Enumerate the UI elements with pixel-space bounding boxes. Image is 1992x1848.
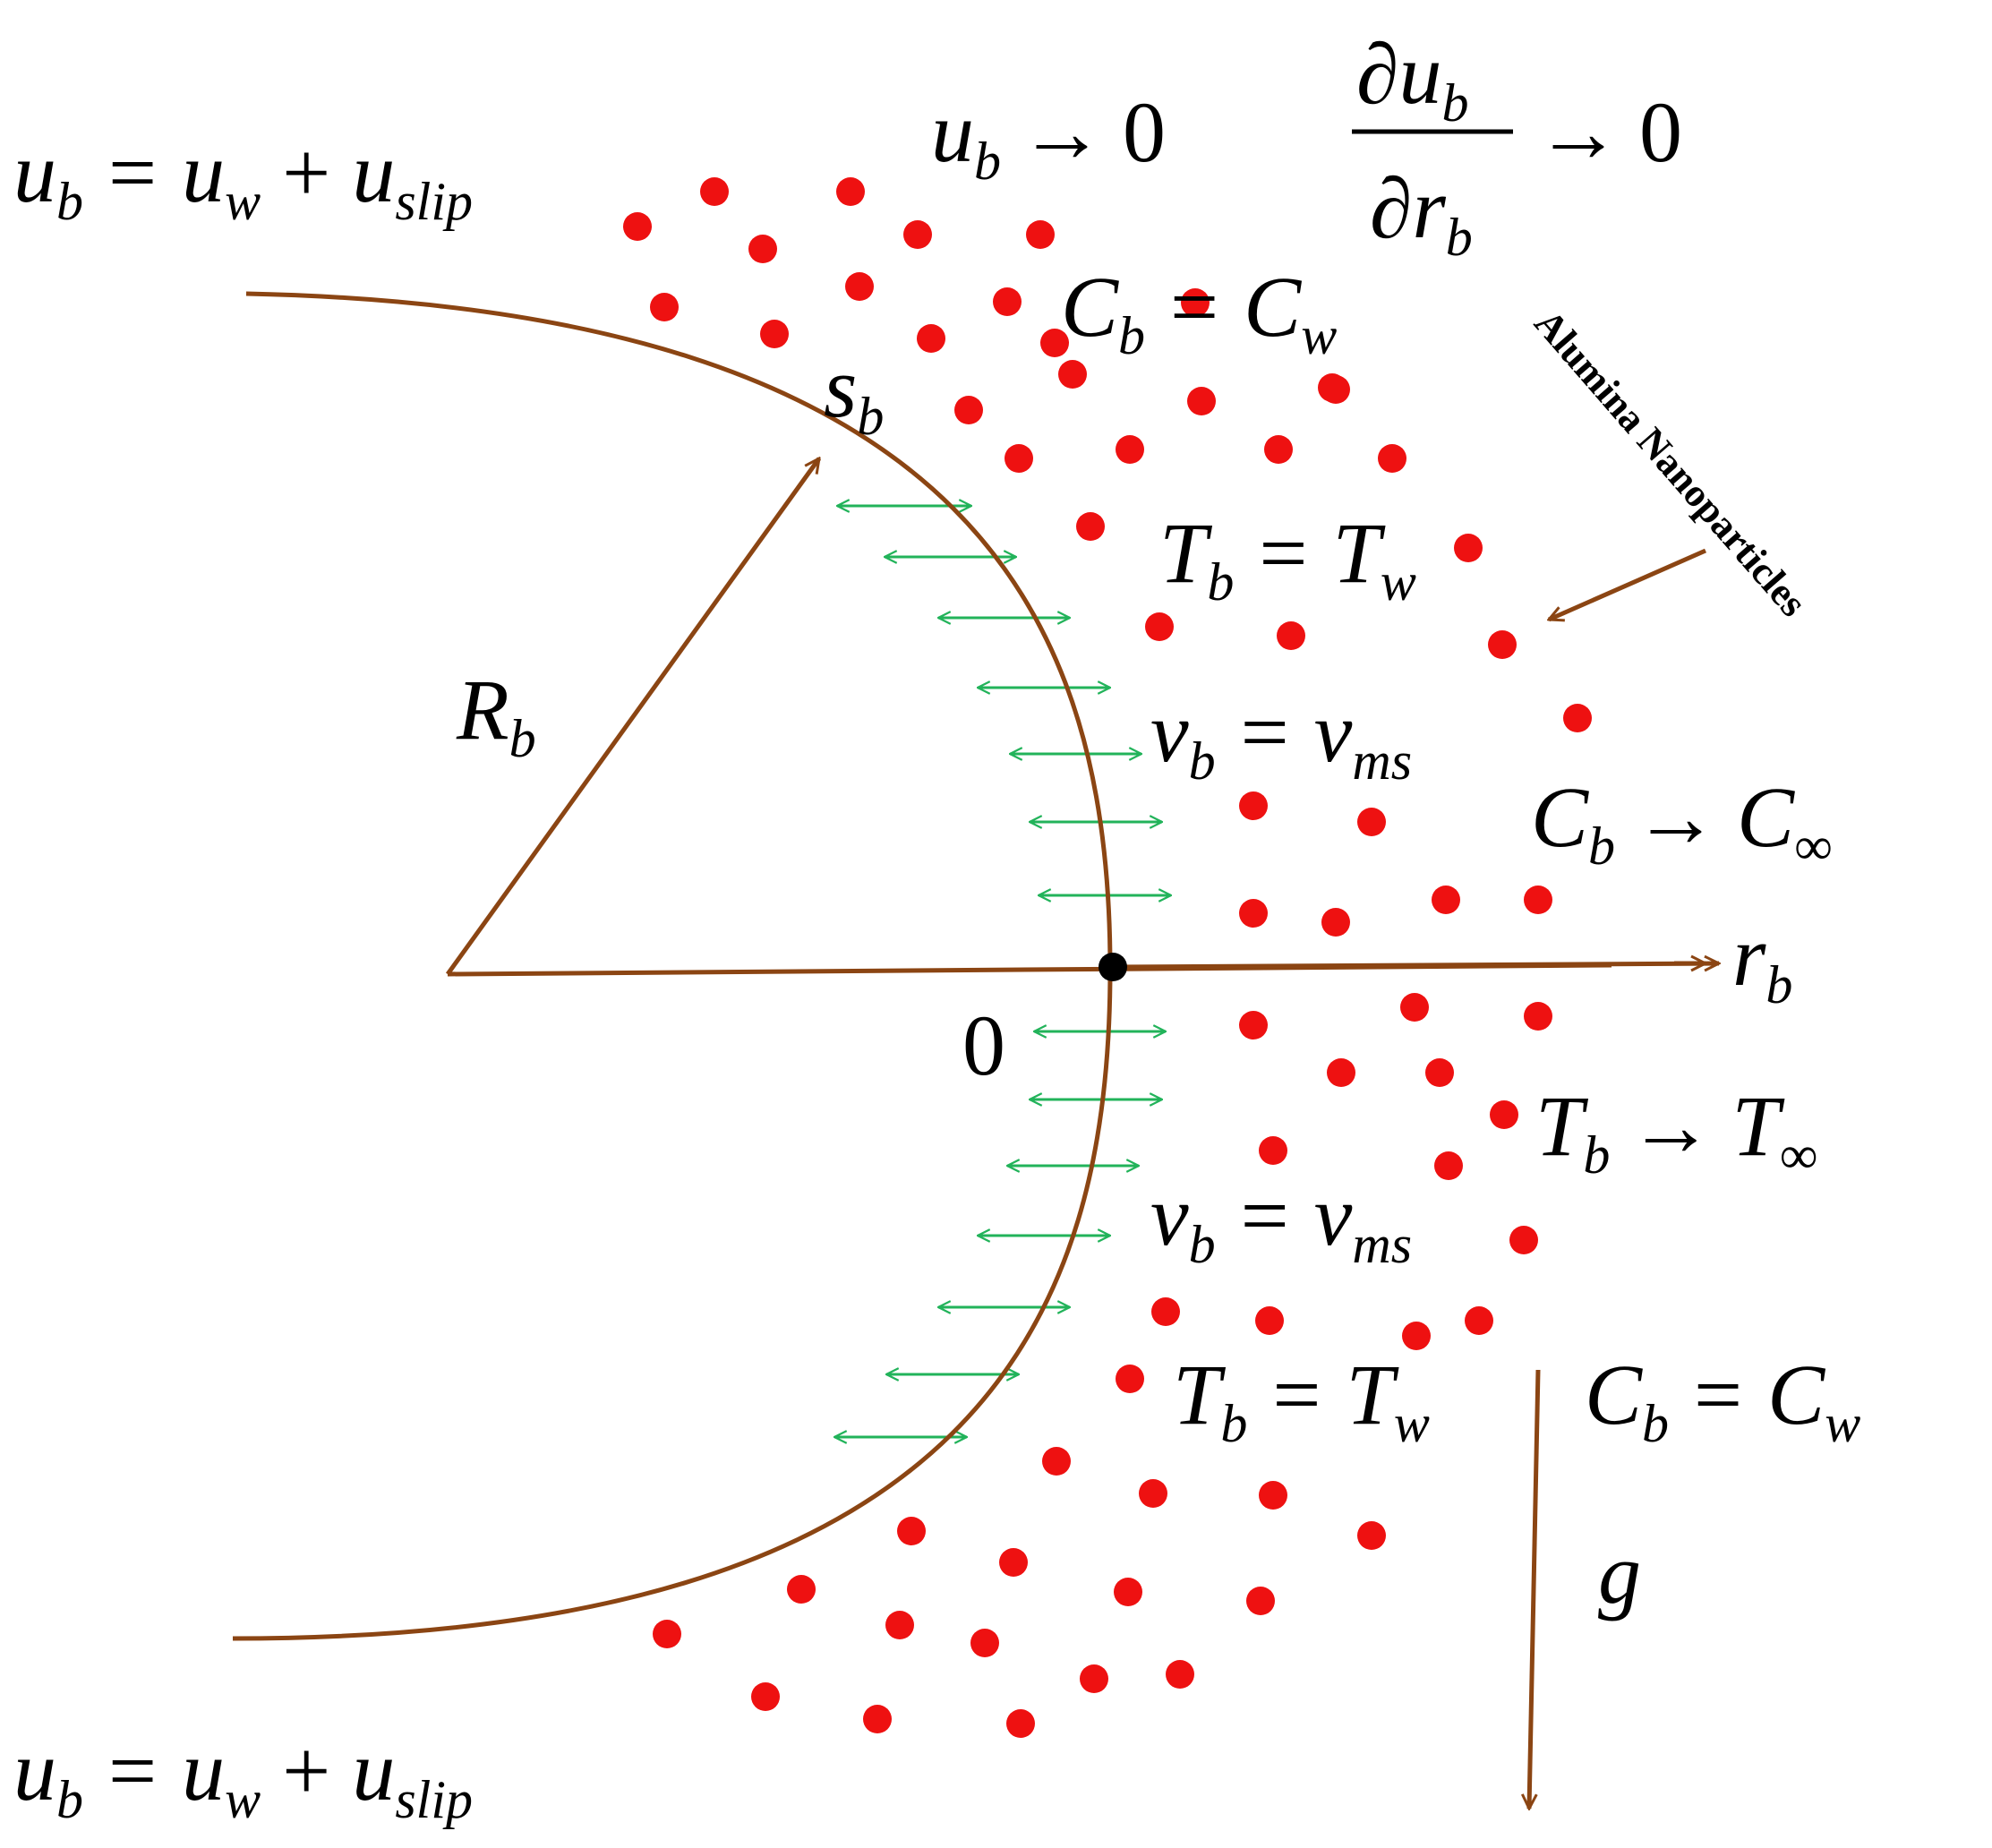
nanoparticle-dot [1524,886,1552,914]
nanoparticle-dot [1259,1481,1287,1510]
nanoparticle-dot [1490,1100,1518,1129]
svg-text:∂ub: ∂ub [1356,26,1468,133]
nanoparticle-dot [1005,444,1033,473]
nanoparticle-dot [1006,1709,1035,1738]
nanoparticle-dot [1116,1365,1144,1393]
nanoparticle-dot [885,1611,914,1639]
label-cb-inf: Cb→C∞ [1531,769,1833,876]
label-derivative-far-field: ∂ub ∂rb →0 [1352,26,1682,267]
nanoparticle-dot [1076,512,1105,541]
nanoparticle-dot [1139,1479,1167,1508]
nanoparticle-dot [1181,288,1210,317]
nanoparticle-dot [650,293,679,321]
nanoparticle-dot [954,396,983,424]
nanoparticle-dot [1042,1447,1071,1476]
svg-text:→0: →0 [1535,84,1682,180]
nanoparticle-dot [863,1705,892,1733]
nanoparticle-dot [623,212,652,241]
nanoparticle-dot [1488,630,1517,659]
nanoparticle-dot [1239,899,1268,928]
label-sb: sb [824,339,884,446]
nanoparticle-dot [1151,1297,1180,1326]
label-top-left-bc: ub=uw+uslip [13,124,473,231]
nanoparticle-dot [1239,1011,1268,1040]
nanoparticle-dot [700,177,729,206]
nanoparticle-dot [1246,1587,1275,1615]
nanoparticle-dot [836,177,865,206]
nanoparticle-dot [1425,1058,1454,1087]
nanoparticle-dot [1116,435,1144,464]
nanoparticle-dot [1509,1226,1538,1254]
label-gravity: g [1598,1526,1641,1621]
nanoparticle-dot [903,220,932,249]
label-tb-inf: Tb→T∞ [1535,1078,1818,1185]
svg-text:∂rb: ∂rb [1370,160,1473,267]
nanoparticle-dot [1357,808,1386,836]
nanoparticle-dot [1040,329,1069,357]
origin-dot [1099,953,1127,981]
label-alumina-nanoparticles: Alumina Nanoparticles [1526,301,1815,624]
label-bottom-left-bc: ub=uw+uslip [13,1723,473,1829]
nanoparticle-dot [1187,387,1216,415]
label-origin: 0 [962,997,1005,1093]
nanoparticle-dot [1357,1521,1386,1550]
nanoparticle-dot [1114,1578,1142,1606]
nanoparticle-dot [1432,886,1460,914]
boundary-double-arrows [834,506,1171,1437]
radial-axis-extension [1109,963,1719,967]
alumina-nanoparticle-dots [623,177,1592,1738]
label-tb-wall-top: Tb=Tw [1159,505,1416,612]
nanoparticle-dot [1402,1322,1431,1350]
gravity-arrow [1529,1369,1541,1809]
radius-arrow [445,458,822,976]
label-vb-top: vb=vms [1150,684,1412,791]
label-cb-wall-top: Cb=Cw [1061,259,1337,365]
nanoparticle-dot [748,235,777,263]
nanoparticle-dot [1259,1136,1287,1165]
label-tb-wall-bottom: Tb=Tw [1173,1347,1430,1453]
nanoparticle-dot [999,1548,1028,1577]
nanoparticle-dot [1400,993,1429,1022]
nanoparticle-dot [1277,621,1305,650]
nanoparticle-dot [1434,1151,1463,1180]
nanoparticle-dot [1454,534,1483,562]
nanoparticle-dot [1145,612,1174,641]
nanoparticle-dot [845,272,874,301]
nanoparticle-dot [1318,373,1347,402]
nanoparticle-dot [993,287,1022,316]
nanoparticle-dot [760,320,789,348]
cylinder-surface-curve [232,291,1113,1641]
nanoparticle-dot [917,324,945,353]
nanoparticle-dot [1327,1058,1355,1087]
nanoparticle-dot [751,1682,780,1711]
nanoparticle-dot [970,1629,999,1657]
label-radius-rb: Rb [456,662,536,768]
label-vb-bottom: vb=vms [1150,1168,1412,1274]
nanoparticle-dot [1058,360,1087,389]
nanoparticle-dot [1255,1306,1284,1335]
nanoparticle-dot [1465,1306,1493,1335]
nanoparticle-pointer-arrow [1549,548,1707,620]
nanoparticle-dot [787,1575,816,1604]
nanoparticle-dot [1378,444,1406,473]
nanoparticle-dot [1080,1664,1108,1693]
nanoparticle-dot [1264,435,1293,464]
label-cb-wall-bottom: Cb=Cw [1585,1347,1860,1453]
nanoparticle-dot [897,1517,926,1545]
label-ub-far-field: ub→0 [931,84,1166,191]
nanoparticle-dot [1026,220,1055,249]
nanoparticle-dot [1563,704,1592,732]
nanoparticle-dot [1524,1002,1552,1031]
nanoparticle-dot [1166,1660,1194,1689]
nanoparticle-dot [1239,791,1268,820]
nanoparticle-dot [1321,908,1350,937]
nanoparticle-dot [653,1620,681,1648]
label-axis-rb: rb [1732,908,1792,1014]
